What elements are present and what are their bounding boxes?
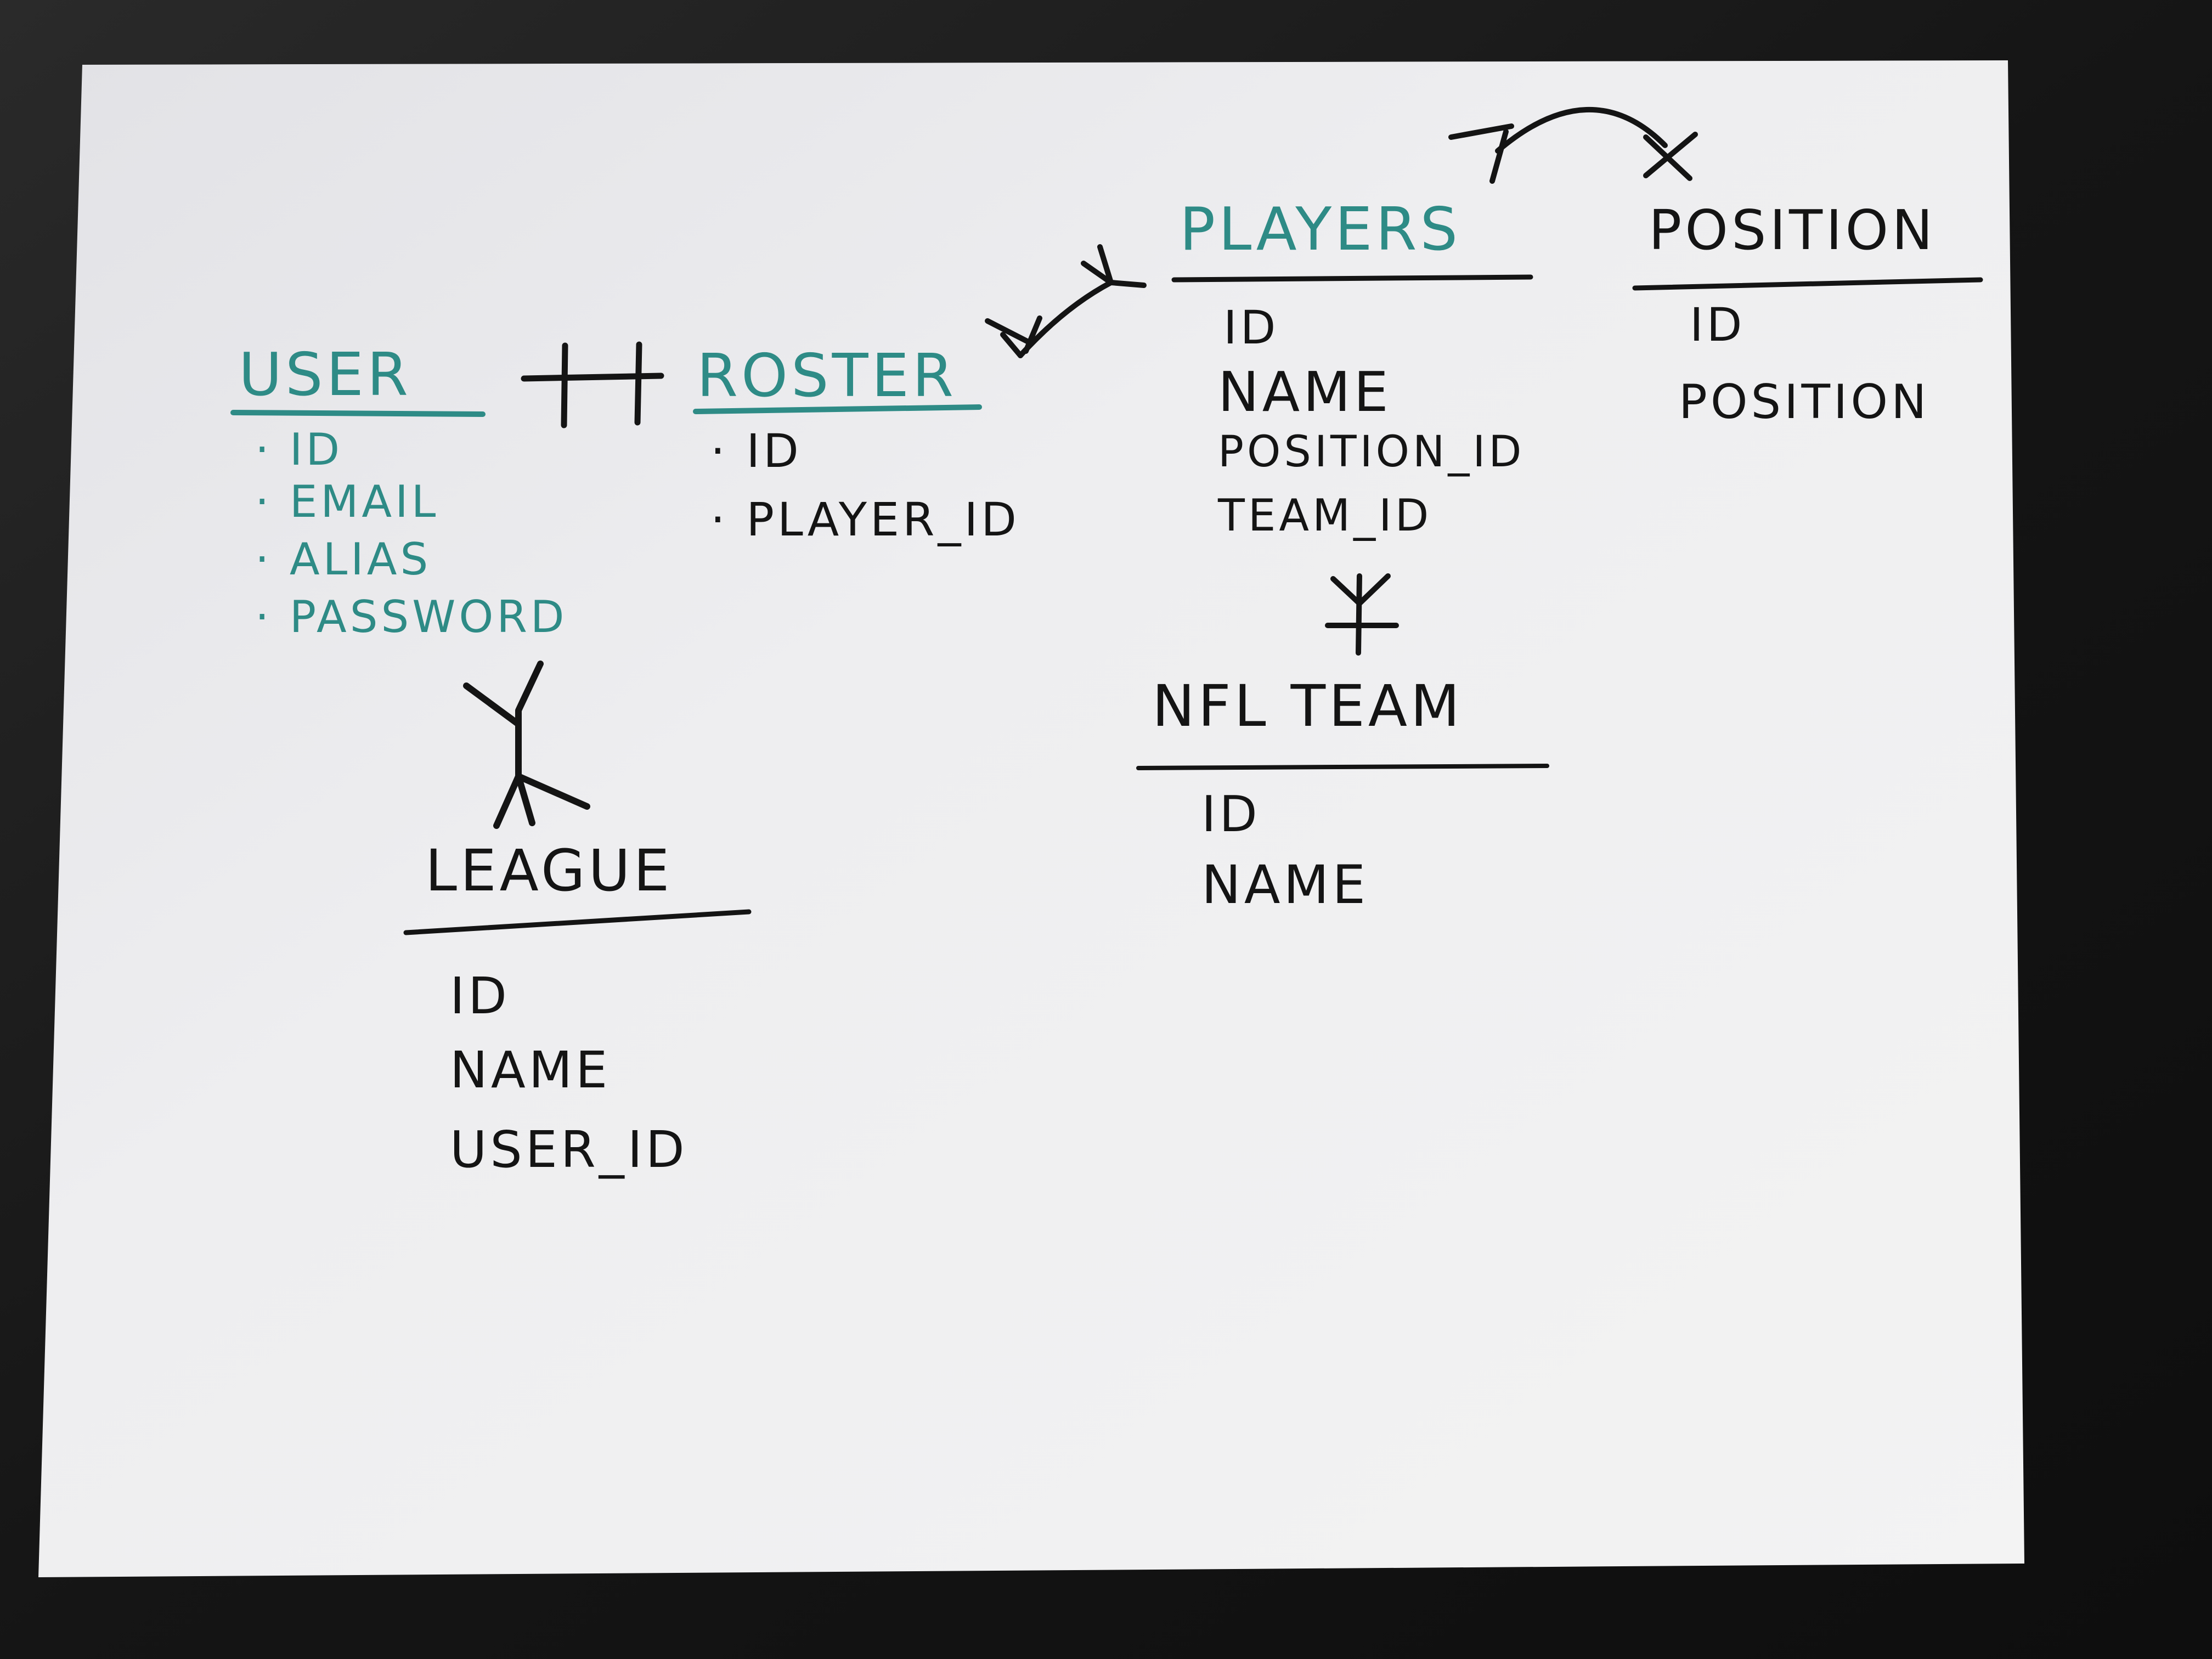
user-field-password: · PASSWORD [255,591,568,642]
position-title: POSITION [1649,198,1937,262]
roster-field-id: · ID [710,424,802,478]
league-title: LEAGUE [425,837,673,904]
players-title-underline [1171,274,1533,283]
players-field-name: NAME [1218,360,1392,424]
nfl-team-title-underline [1136,764,1549,770]
roster-title-underline [693,404,982,414]
league-field-id: ID [450,967,510,1025]
players-field-id: ID [1223,301,1279,354]
user-field-alias: · ALIAS [255,534,432,585]
user-title-underline [230,410,486,417]
players-field-team-id: TEAM_ID [1218,490,1432,541]
roster-title: ROSTER [697,342,957,410]
position-title-underline [1632,277,1983,291]
user-title: USER [239,341,411,409]
league-title-underline [403,909,752,935]
user-field-email: · EMAIL [255,476,439,527]
roster-players-connector [985,244,1147,358]
user-league-connector [463,661,590,829]
roster-field-player-id: · PLAYER_ID [710,493,1020,546]
nfl-team-field-name: NAME [1201,854,1369,916]
user-field-id: · ID [255,424,343,475]
players-field-position-id: POSITION_ID [1218,427,1525,477]
league-field-name: NAME [450,1041,611,1099]
nfl-team-title: NFL TEAM [1152,673,1463,740]
players-title: PLAYERS [1180,195,1462,264]
league-field-user-id: USER_ID [450,1120,688,1179]
players-nflteam-connector [1325,573,1399,656]
players-position-connector [1448,107,1698,184]
nfl-team-field-id: ID [1201,786,1261,843]
user-roster-connector [521,341,664,428]
position-field-position: POSITION [1679,375,1930,430]
position-field-id: ID [1690,298,1746,352]
